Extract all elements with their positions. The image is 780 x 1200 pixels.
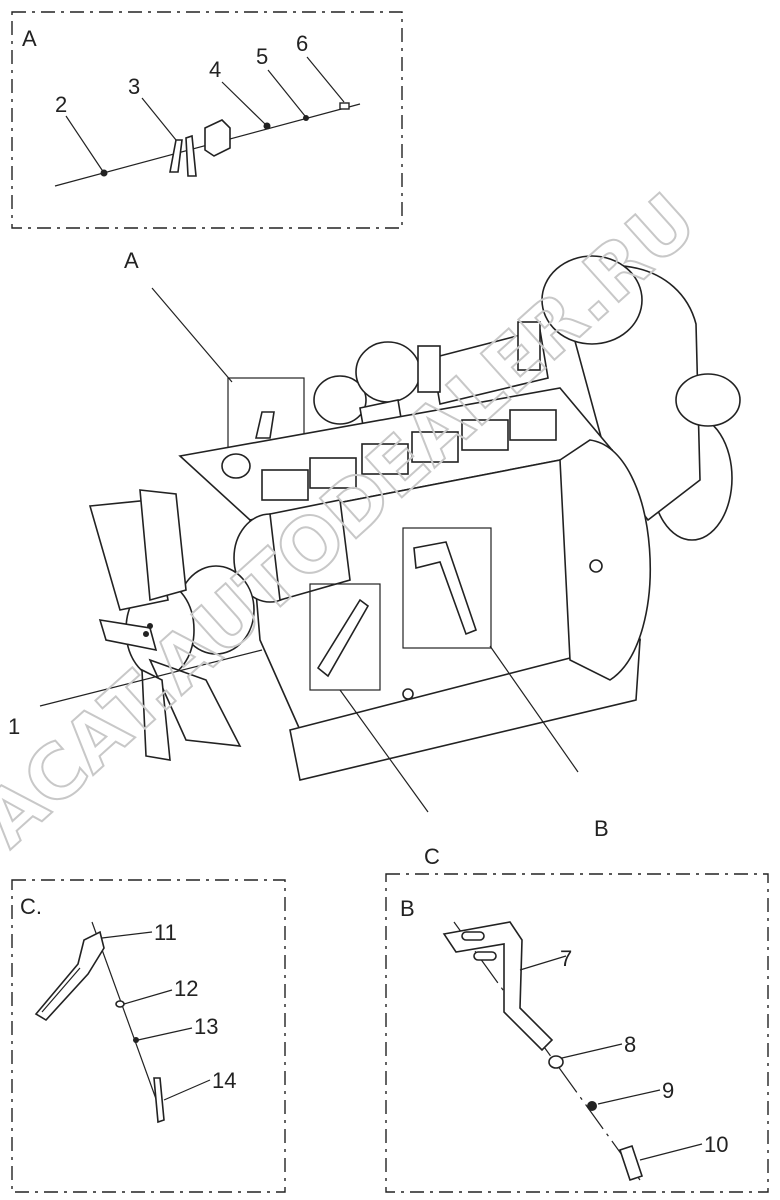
detail-box-a: A 2 3 4 5 6 [11, 11, 403, 229]
part-number-6: 6 [296, 31, 308, 56]
oil-pan [289, 638, 641, 781]
cooling-fan [88, 489, 242, 761]
detail-box-c: C. 11 12 13 14 [11, 879, 286, 1193]
part-number-2: 2 [55, 92, 67, 117]
part-6-nut [339, 102, 350, 110]
part-13-washer [133, 1037, 139, 1043]
clamp-block [204, 119, 231, 157]
engine-assembly: A [8, 248, 741, 869]
part-number-12: 12 [174, 976, 198, 1001]
valve-covers [261, 409, 557, 501]
detail-box-b: B 7 8 9 10 [385, 873, 769, 1193]
part-number-13: 13 [194, 1014, 218, 1039]
view-pointer-b: B [594, 816, 609, 841]
exhaust-muffler [541, 255, 741, 541]
view-pointer-a: A [124, 248, 139, 273]
callout-frame-c [309, 583, 381, 691]
part-number-11: 11 [154, 920, 177, 945]
view-label-a: A [22, 26, 37, 51]
view-pointer-c: C [424, 844, 440, 869]
part-12-washer [115, 1000, 125, 1008]
view-label-c: C. [20, 894, 42, 919]
part-number-3: 3 [128, 74, 140, 99]
flywheel-housing [559, 439, 651, 681]
view-label-b: B [400, 896, 415, 921]
filler-cap [221, 453, 251, 479]
part-11-bracket [34, 930, 105, 1022]
part-4-washer [263, 122, 271, 130]
part-number-8: 8 [624, 1032, 636, 1057]
part-10-bolt [618, 1144, 644, 1182]
callout-frame-b [402, 527, 492, 649]
part-number-1: 1 [8, 714, 20, 739]
part-number-10: 10 [704, 1132, 728, 1157]
part-7-bracket [442, 921, 554, 1052]
part-number-9: 9 [662, 1078, 674, 1103]
part-8-washer [548, 1055, 564, 1069]
part-14-bolt [153, 1077, 165, 1124]
part-number-4: 4 [209, 57, 221, 82]
part-number-14: 14 [212, 1068, 236, 1093]
part-5-washer [303, 115, 309, 121]
part-number-5: 5 [256, 44, 268, 69]
part-9-washer [587, 1101, 597, 1111]
part-number-7: 7 [560, 946, 572, 971]
part-3-clamp [169, 134, 197, 177]
